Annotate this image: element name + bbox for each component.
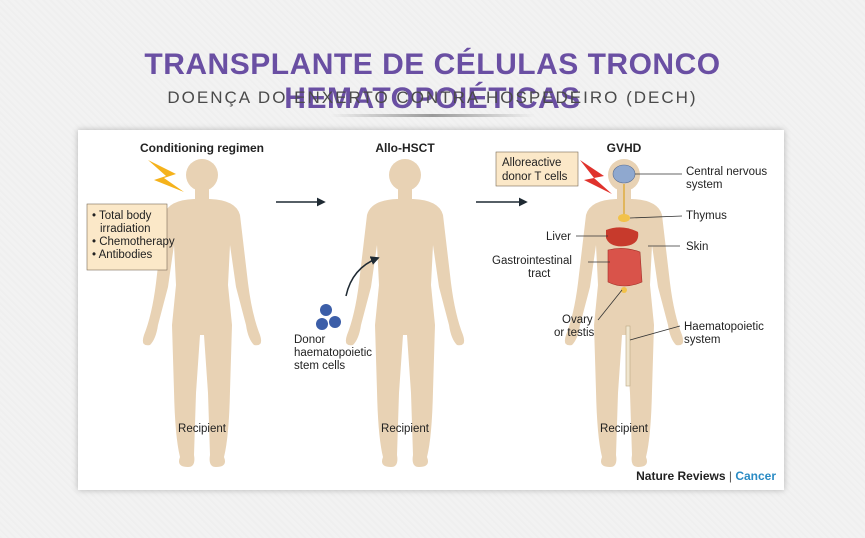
leader-lines: [576, 173, 683, 341]
label-thymus: Thymus: [686, 210, 727, 222]
label-gi-1: Gastrointestinal: [492, 255, 572, 267]
label-haem-1: Haematopoietic: [684, 321, 764, 333]
gonad-icon: [621, 287, 627, 293]
label-cns-2: system: [686, 179, 722, 191]
panel-title-allo-hsct: Allo-HSCT: [375, 141, 435, 155]
gvhd-figure: Conditioning regimen Allo-HSCT GVHD • To…: [86, 141, 776, 483]
label-skin: Skin: [686, 241, 708, 253]
stem-cell-icon: [316, 318, 328, 330]
label-gi-2: tract: [528, 268, 551, 280]
lightning-red-icon: [580, 160, 612, 194]
caption-recipient-1: Recipient: [178, 423, 227, 435]
page-title: TRANSPLANTE DE CÉLULAS TRONCO HEMATOPOIÉ…: [144, 48, 721, 115]
alloreactive-label-1: Alloreactive: [502, 157, 561, 169]
donor-label-2: haematopoietic: [294, 347, 372, 359]
alloreactive-label-2: donor T cells: [502, 171, 568, 183]
liver-icon: [606, 227, 639, 247]
panel-title-conditioning: Conditioning regimen: [140, 141, 264, 155]
credit-separator: |: [726, 469, 736, 483]
figure-card: Conditioning regimen Allo-HSCT GVHD • To…: [78, 130, 784, 490]
stem-cell-icon: [329, 316, 341, 328]
intestine-icon: [607, 248, 643, 287]
label-liver: Liver: [546, 231, 571, 243]
donor-label-1: Donor: [294, 334, 325, 346]
journal-name: Nature Reviews: [636, 469, 726, 483]
conditioning-item-2: • Chemotherapy: [92, 236, 175, 248]
label-ovary-1: Ovary: [562, 314, 593, 326]
conditioning-item-3: • Antibodies: [92, 249, 153, 261]
conditioning-box: [86, 203, 168, 271]
thymus-icon: [618, 214, 630, 222]
caption-recipient-2: Recipient: [381, 423, 430, 435]
donor-cell-arrow: [345, 256, 380, 297]
recipient-body-2: [345, 159, 465, 467]
title-divider: [330, 114, 535, 117]
donor-label-3: stem cells: [294, 360, 345, 372]
journal-credit: Nature Reviews | Cancer: [636, 469, 776, 483]
caption-recipient-3: Recipient: [600, 423, 649, 435]
alloreactive-box: [495, 151, 579, 187]
stem-cell-icon: [320, 304, 332, 316]
label-ovary-2: or testis: [554, 327, 595, 339]
label-cns-1: Central nervous: [686, 166, 767, 178]
lightning-icon: [148, 160, 184, 192]
conditioning-item-1: • Total body: [92, 210, 152, 222]
brain-icon: [612, 164, 636, 184]
conditioning-item-1b: irradiation: [100, 223, 151, 235]
bone-icon: [625, 325, 631, 387]
label-haem-2: system: [684, 334, 720, 346]
journal-section: Cancer: [735, 469, 776, 483]
page-subtitle: DOENÇA DO ENXERTO CONTRA HOSPEDEIRO (DEC…: [167, 88, 698, 107]
panel-title-gvhd: GVHD: [607, 141, 642, 155]
